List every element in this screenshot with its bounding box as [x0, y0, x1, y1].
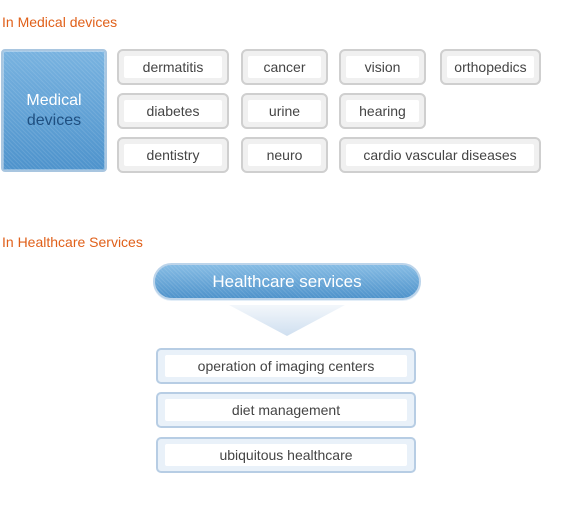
category-label: hearing [346, 100, 419, 122]
service-label: diet management [165, 399, 407, 421]
category-label: vision [346, 56, 419, 78]
category-vision: vision [339, 49, 426, 85]
category-dentistry: dentistry [117, 137, 229, 173]
category-label: urine [248, 100, 321, 122]
category-diabetes: diabetes [117, 93, 229, 129]
category-orthopedics: orthopedics [440, 49, 541, 85]
service-label: operation of imaging centers [165, 355, 407, 377]
category-neuro: neuro [241, 137, 328, 173]
medical-devices-section-title: In Medical devices [2, 14, 118, 30]
category-label: orthopedics [447, 56, 534, 78]
category-dermatitis: dermatitis [117, 49, 229, 85]
category-label: diabetes [124, 100, 222, 122]
medical-devices-label-line2: devices [26, 111, 82, 129]
category-cancer: cancer [241, 49, 328, 85]
category-urine: urine [241, 93, 328, 129]
category-label: cardio vascular diseases [346, 144, 534, 166]
category-hearing: hearing [339, 93, 426, 129]
down-arrow-icon [229, 305, 345, 336]
service-label: ubiquitous healthcare [165, 444, 407, 466]
category-cardio-vascular-diseases: cardio vascular diseases [339, 137, 541, 173]
medical-devices-label-line1: Medical [26, 91, 82, 109]
healthcare-services-section-title: In Healthcare Services [2, 234, 143, 250]
service-diet-management: diet management [156, 392, 416, 428]
service-ubiquitous-healthcare: ubiquitous healthcare [156, 437, 416, 473]
category-label: dermatitis [124, 56, 222, 78]
category-label: neuro [248, 144, 321, 166]
healthcare-services-header: Healthcare services [153, 263, 421, 300]
category-label: dentistry [124, 144, 222, 166]
medical-devices-box: Medical devices [1, 49, 107, 172]
service-imaging-centers: operation of imaging centers [156, 348, 416, 384]
category-label: cancer [248, 56, 321, 78]
